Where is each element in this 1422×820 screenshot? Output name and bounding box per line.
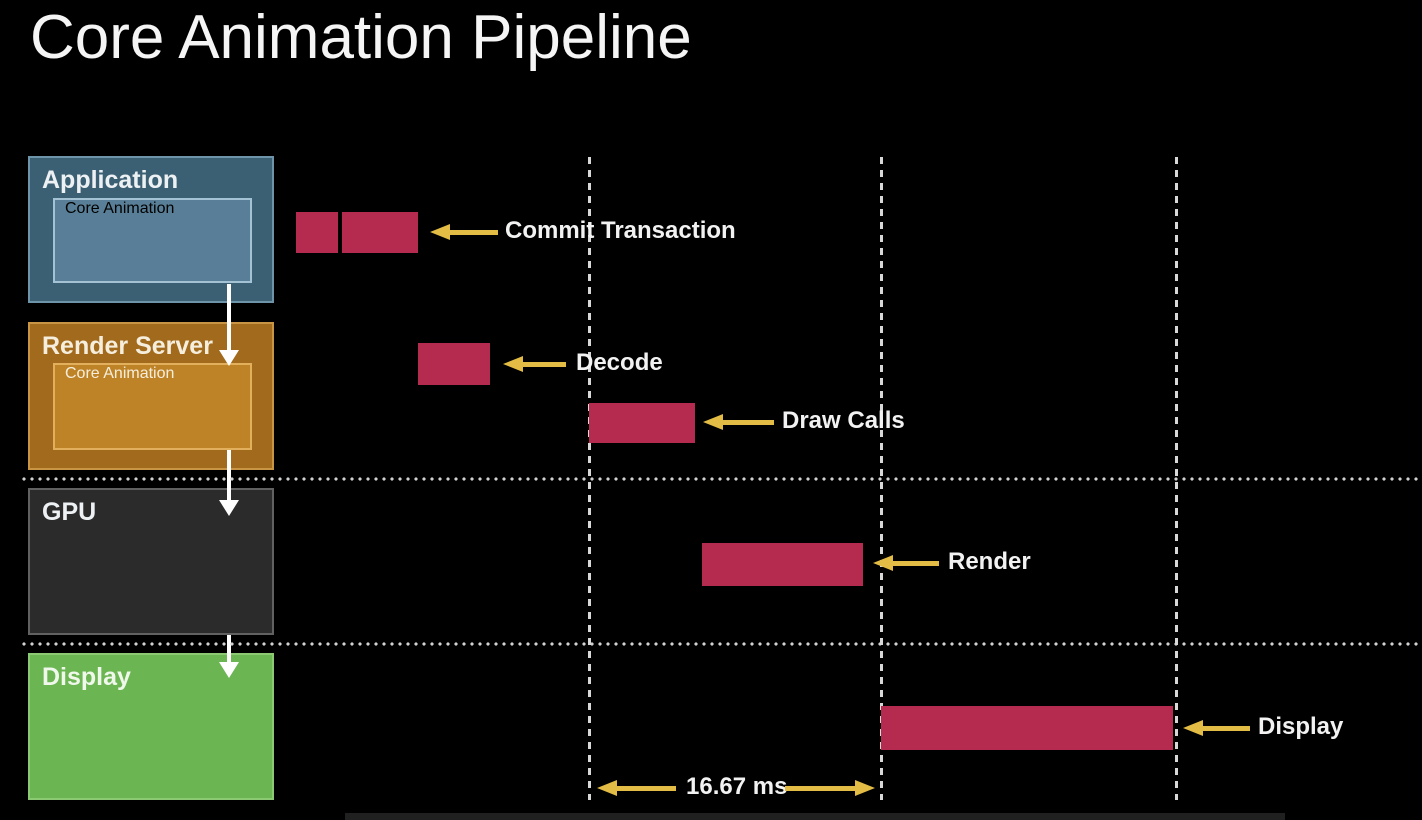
render-label: Render [948,548,1031,575]
application-core-animation-label: Core Animation [65,200,175,217]
render-arrow-icon [873,555,939,571]
draw-calls-label: Draw Calls [782,407,905,434]
frame-interval-right-arrow-icon [785,780,875,796]
frame-gridline-1 [588,157,591,800]
display-label: Display [42,663,131,691]
decode-arrow-icon [503,356,566,372]
application-label: Application [42,166,179,194]
decode-label: Decode [576,349,663,376]
render-bar [702,543,863,586]
commit-transaction-bar-2 [342,212,418,253]
frame-gridline-2 [880,157,883,800]
flow-arrow-gpu-to-display-icon [219,635,239,678]
frame-interval-left-arrow-icon [597,780,676,796]
dotted-separator-render-server-gpu [20,477,1422,481]
draw-calls-bar [589,403,695,443]
render-server-core-animation-label: Core Animation [65,365,175,382]
dotted-separator-gpu-display [20,642,1422,646]
render-server-core-animation-box: Core Animation [53,363,252,450]
render-server-label: Render Server [42,332,213,360]
application-core-animation-box: Core Animation [53,198,252,283]
display-stage-label: Display [1258,713,1344,740]
slide-title: Core Animation Pipeline [30,3,692,72]
commit-transaction-label: Commit Transaction [505,217,736,244]
draw-calls-arrow-icon [703,414,774,430]
frame-interval-label: 16.67 ms [686,773,788,800]
flow-arrow-application-to-render-server-icon [219,284,239,366]
commit-transaction-bar-1 [296,212,338,253]
decode-bar [418,343,490,385]
commit-transaction-arrow-icon [430,224,498,240]
flow-arrow-render-server-to-gpu-icon [219,450,239,516]
display-arrow-icon [1183,720,1250,736]
gpu-label: GPU [42,498,97,526]
display-bar [881,706,1173,750]
bottom-edge-strip [345,813,1285,820]
frame-gridline-3 [1175,157,1178,800]
